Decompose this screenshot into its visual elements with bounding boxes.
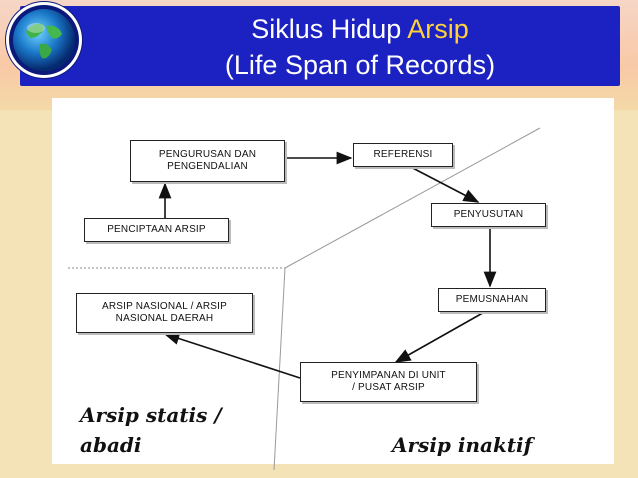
arrow-pemusnahan-to-penyimpanan xyxy=(394,309,489,363)
region-label-statis: Arsip statis / abadi xyxy=(80,402,222,458)
node-pemusnahan: PEMUSNAHAN xyxy=(438,288,546,312)
globe-icon xyxy=(6,2,82,78)
slide-title: Siklus Hidup Arsip xyxy=(251,14,469,44)
node-pengurusan-line2: PENGENDALIAN xyxy=(167,161,248,172)
node-pengurusan-line1: PENGURUSAN DAN xyxy=(158,149,257,160)
node-arsip-nasional-line1: ARSIP NASIONAL / ARSIP xyxy=(101,301,227,312)
node-penyimpanan: PENYIMPANAN DI UNIT / PUSAT ARSIP xyxy=(300,362,477,402)
node-penyusutan-label: PENYUSUTAN xyxy=(453,209,524,220)
title-bar: Siklus Hidup Arsip (Life Span of Records… xyxy=(20,6,620,86)
divider-inaktif xyxy=(284,127,541,269)
node-pengurusan: PENGURUSAN DAN PENGENDALIAN xyxy=(130,140,285,182)
node-penyimpanan-line1: PENYIMPANAN DI UNIT xyxy=(331,370,446,381)
node-referensi: REFERENSI xyxy=(353,143,453,167)
title-accent: Arsip xyxy=(407,14,469,44)
arrow-penyimpanan-to-arsip-nasional xyxy=(163,332,301,379)
region-label-statis-line2: abadi xyxy=(80,433,142,457)
node-penyusutan: PENYUSUTAN xyxy=(431,203,546,227)
region-label-statis-line1: Arsip statis / xyxy=(80,403,222,427)
node-penciptaan-label: PENCIPTAAN ARSIP xyxy=(107,224,206,235)
node-referensi-label: REFERENSI xyxy=(373,149,433,160)
node-arsip-nasional: ARSIP NASIONAL / ARSIP NASIONAL DAERAH xyxy=(76,293,253,333)
arrow-referensi-to-penyusutan xyxy=(404,163,480,203)
divider-vertical xyxy=(273,267,286,471)
region-label-inaktif: Arsip inaktif xyxy=(392,433,533,457)
slide-subtitle: (Life Span of Records) xyxy=(224,50,496,80)
node-penciptaan: PENCIPTAAN ARSIP xyxy=(84,218,229,242)
node-penyimpanan-line2: / PUSAT ARSIP xyxy=(352,382,425,393)
node-pemusnahan-label: PEMUSNAHAN xyxy=(455,294,529,305)
node-arsip-nasional-line2: NASIONAL DAERAH xyxy=(115,313,214,324)
